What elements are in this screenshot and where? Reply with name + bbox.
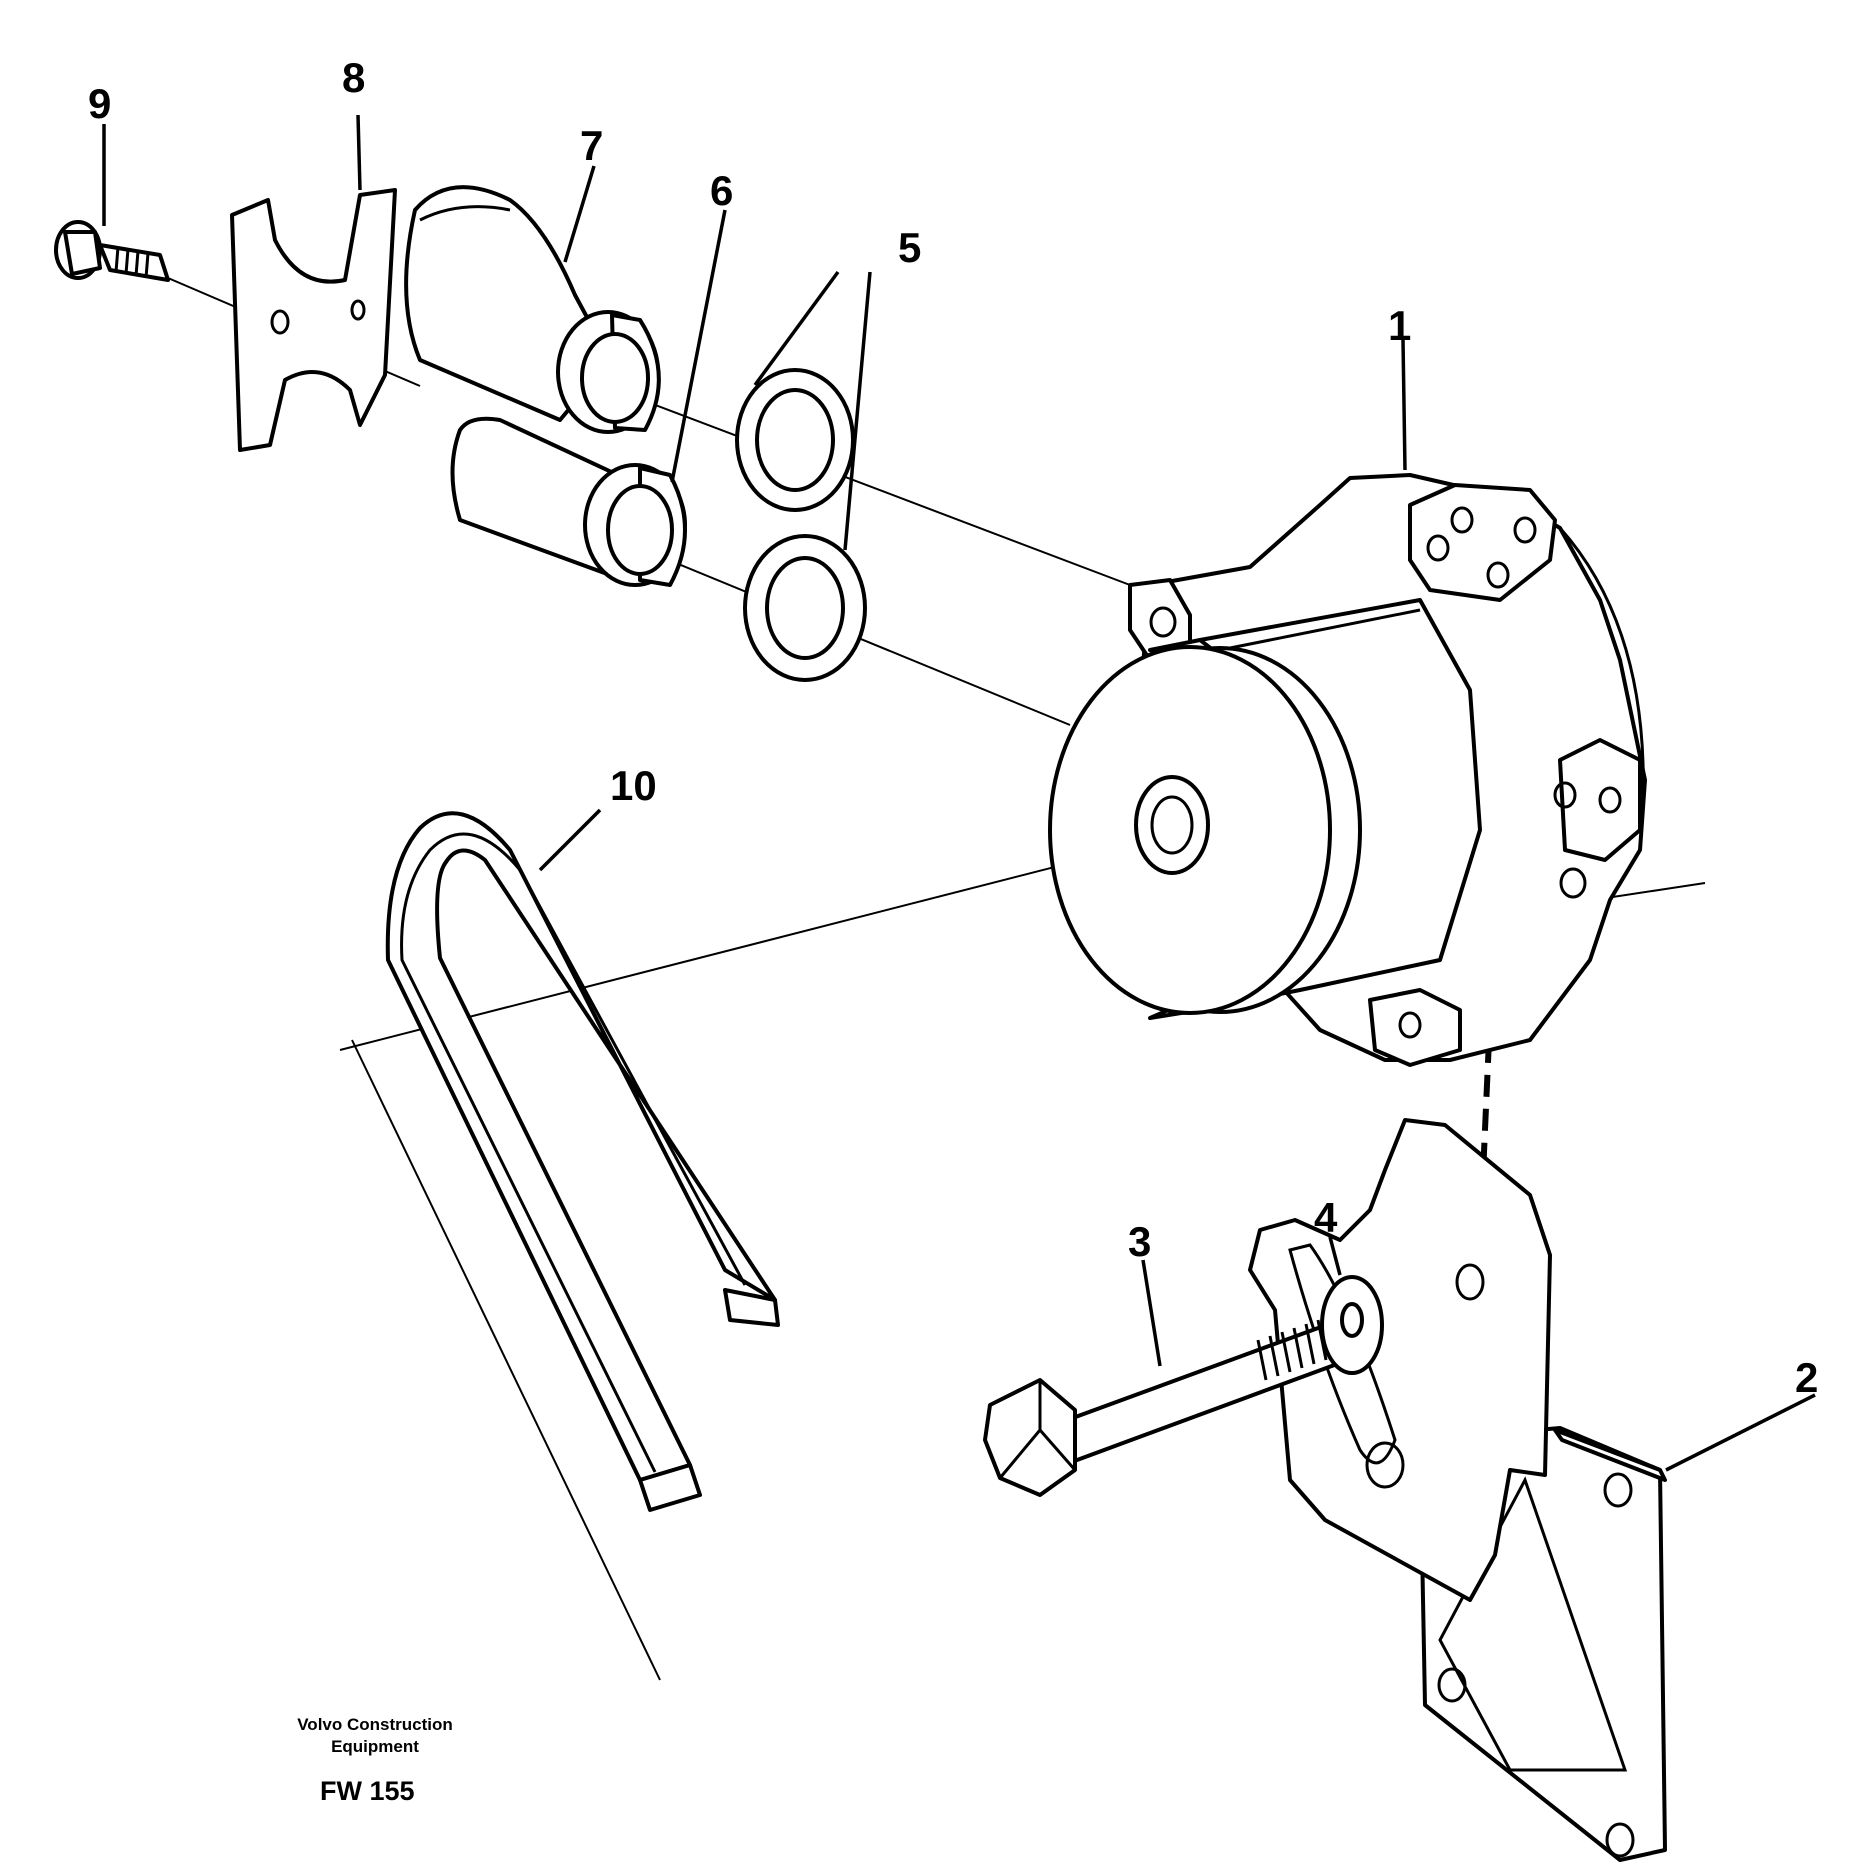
callout-6: 6: [710, 167, 733, 214]
callout-8: 8: [342, 54, 365, 101]
callout-1: 1: [1388, 302, 1411, 349]
seal-ring-lower: [743, 534, 867, 682]
water-pump-housing: [1048, 473, 1647, 1067]
callout-3: 3: [1128, 1218, 1151, 1265]
drawing-footer: Volvo Construction Equipment FW 155: [297, 1715, 453, 1806]
callout-7: 7: [580, 122, 603, 169]
callout-5: 5: [898, 224, 921, 271]
leader-lines: [102, 114, 1816, 1472]
clamp-plate: [230, 188, 397, 452]
callout-labels: 1 2 3 4 5 6 7 8 9 10: [88, 54, 1818, 1401]
mounting-bracket: [1248, 1118, 1667, 1862]
callout-2: 2: [1795, 1354, 1818, 1401]
seal-ring-upper: [735, 368, 855, 512]
callout-10: 10: [610, 762, 657, 809]
v-belt: [385, 811, 780, 1512]
company-name-line1: Volvo Construction: [297, 1715, 453, 1734]
callout-9: 9: [88, 80, 111, 127]
elbow-pipe: [404, 185, 661, 434]
company-name-line2: Equipment: [331, 1737, 419, 1756]
washer: [1320, 1275, 1384, 1375]
straight-pipe: [450, 416, 687, 587]
flange-screw: [54, 220, 170, 282]
drawing-code: FW 155: [320, 1776, 415, 1806]
callout-4: 4: [1314, 1194, 1338, 1241]
